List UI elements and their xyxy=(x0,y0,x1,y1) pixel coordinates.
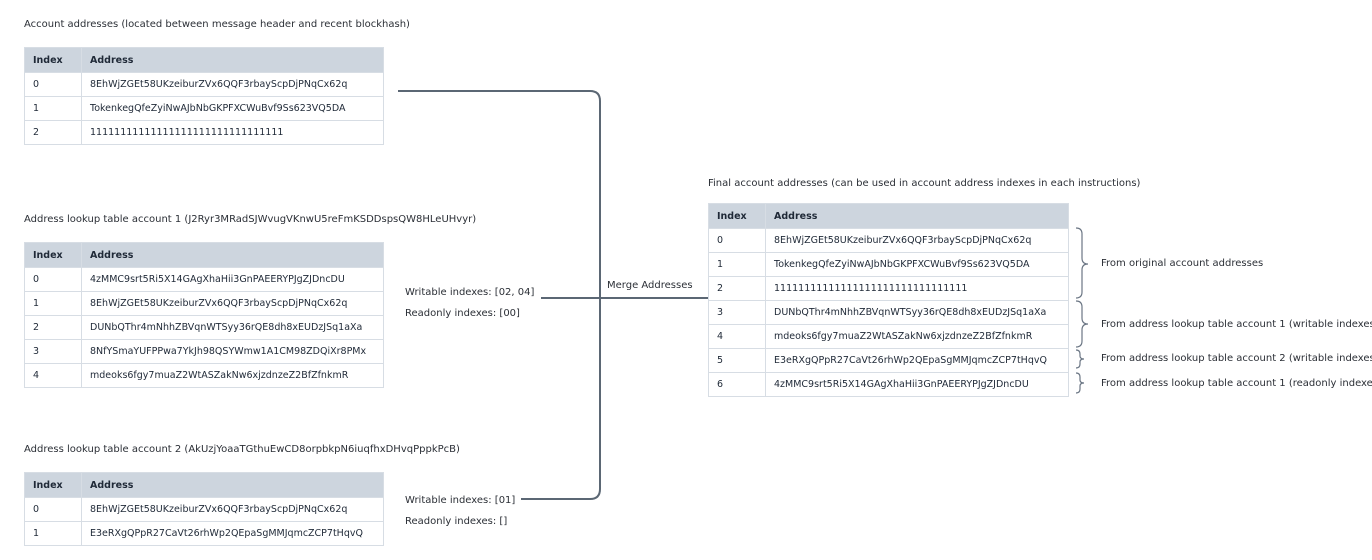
index-cell: 0 xyxy=(24,267,82,292)
column-header-index: Index xyxy=(24,242,82,268)
address-cell: 8EhWjZGEt58UKzeiburZVx6QQF3rbayScpDjPNqC… xyxy=(765,228,1069,253)
address-cell: TokenkegQfeZyiNwAJbNbGKPFXCWuBvf9Ss623VQ… xyxy=(81,96,384,121)
source-lookup1-writable-label: From address lookup table account 1 (wri… xyxy=(1101,319,1372,330)
index-cell: 1 xyxy=(24,96,82,121)
index-cell: 4 xyxy=(24,363,82,388)
lookup2-readonly-indexes: Readonly indexes: [] xyxy=(405,516,508,527)
index-cell: 0 xyxy=(24,497,82,522)
lookup1-readonly-indexes: Readonly indexes: [00] xyxy=(405,308,520,319)
address-cell: DUNbQThr4mNhhZBVqnWTSyy36rQE8dh8xEUDzJSq… xyxy=(81,315,384,340)
address-cell: mdeoks6fgy7muaZ2WtASZakNw6xjzdnzeZ2BfZfn… xyxy=(81,363,384,388)
table3-caption: Address lookup table account 2 (AkUzjYoa… xyxy=(24,444,460,455)
address-cell: DUNbQThr4mNhhZBVqnWTSyy36rQE8dh8xEUDzJSq… xyxy=(765,300,1069,325)
index-cell: 2 xyxy=(24,315,82,340)
brace-original xyxy=(1075,227,1089,299)
lookup2-writable-indexes: Writable indexes: [01] xyxy=(405,495,516,506)
index-cell: 3 xyxy=(708,300,766,325)
address-cell: TokenkegQfeZyiNwAJbNbGKPFXCWuBvf9Ss623VQ… xyxy=(765,252,1069,277)
column-header-address: Address xyxy=(81,242,384,268)
address-cell: E3eRXgQPpR27CaVt26rhWp2QEpaSgMMJqmcZCP7t… xyxy=(81,521,384,546)
merge-addresses-label: Merge Addresses xyxy=(607,280,693,291)
index-cell: 6 xyxy=(708,372,766,397)
source-original-label: From original account addresses xyxy=(1101,258,1264,269)
address-cell: mdeoks6fgy7muaZ2WtASZakNw6xjzdnzeZ2BfZfn… xyxy=(765,324,1069,349)
brace-lookup1-readonly xyxy=(1075,372,1085,394)
connector-from-account-addresses xyxy=(398,90,601,500)
index-cell: 0 xyxy=(708,228,766,253)
index-cell: 1 xyxy=(24,291,82,316)
index-cell: 4 xyxy=(708,324,766,349)
brace-lookup1-writable xyxy=(1075,300,1089,348)
address-cell: 11111111111111111111111111111111 xyxy=(81,120,384,145)
address-cell: 8EhWjZGEt58UKzeiburZVx6QQF3rbayScpDjPNqC… xyxy=(81,291,384,316)
address-cell: 8EhWjZGEt58UKzeiburZVx6QQF3rbayScpDjPNqC… xyxy=(81,72,384,97)
table2-caption: Address lookup table account 1 (J2Ryr3MR… xyxy=(24,214,477,225)
column-header-index: Index xyxy=(708,203,766,229)
address-cell: 4zMMC9srt5Ri5X14GAgXhaHii3GnPAEERYPJgZJD… xyxy=(765,372,1069,397)
index-cell: 2 xyxy=(708,276,766,301)
address-cell: 4zMMC9srt5Ri5X14GAgXhaHii3GnPAEERYPJgZJD… xyxy=(81,267,384,292)
column-header-address: Address xyxy=(81,472,384,498)
lookup1-writable-indexes: Writable indexes: [02, 04] xyxy=(405,287,535,298)
brace-lookup2-writable xyxy=(1075,349,1085,369)
final-caption: Final account addresses (can be used in … xyxy=(708,178,1141,189)
index-cell: 2 xyxy=(24,120,82,145)
source-lookup2-writable-label: From address lookup table account 2 (wri… xyxy=(1101,353,1372,364)
index-cell: 3 xyxy=(24,339,82,364)
source-lookup1-readonly-label: From address lookup table account 1 (rea… xyxy=(1101,378,1372,389)
address-cell: 11111111111111111111111111111111 xyxy=(765,276,1069,301)
index-cell: 1 xyxy=(24,521,82,546)
index-cell: 1 xyxy=(708,252,766,277)
address-cell: 8NfYSmaYUFPPwa7YkJh98QSYWmw1A1CM98ZDQiXr… xyxy=(81,339,384,364)
table1-caption: Account addresses (located between messa… xyxy=(24,19,410,30)
index-cell: 0 xyxy=(24,72,82,97)
address-cell: E3eRXgQPpR27CaVt26rhWp2QEpaSgMMJqmcZCP7t… xyxy=(765,348,1069,373)
column-header-address: Address xyxy=(765,203,1069,229)
index-cell: 5 xyxy=(708,348,766,373)
address-cell: 8EhWjZGEt58UKzeiburZVx6QQF3rbayScpDjPNqC… xyxy=(81,497,384,522)
